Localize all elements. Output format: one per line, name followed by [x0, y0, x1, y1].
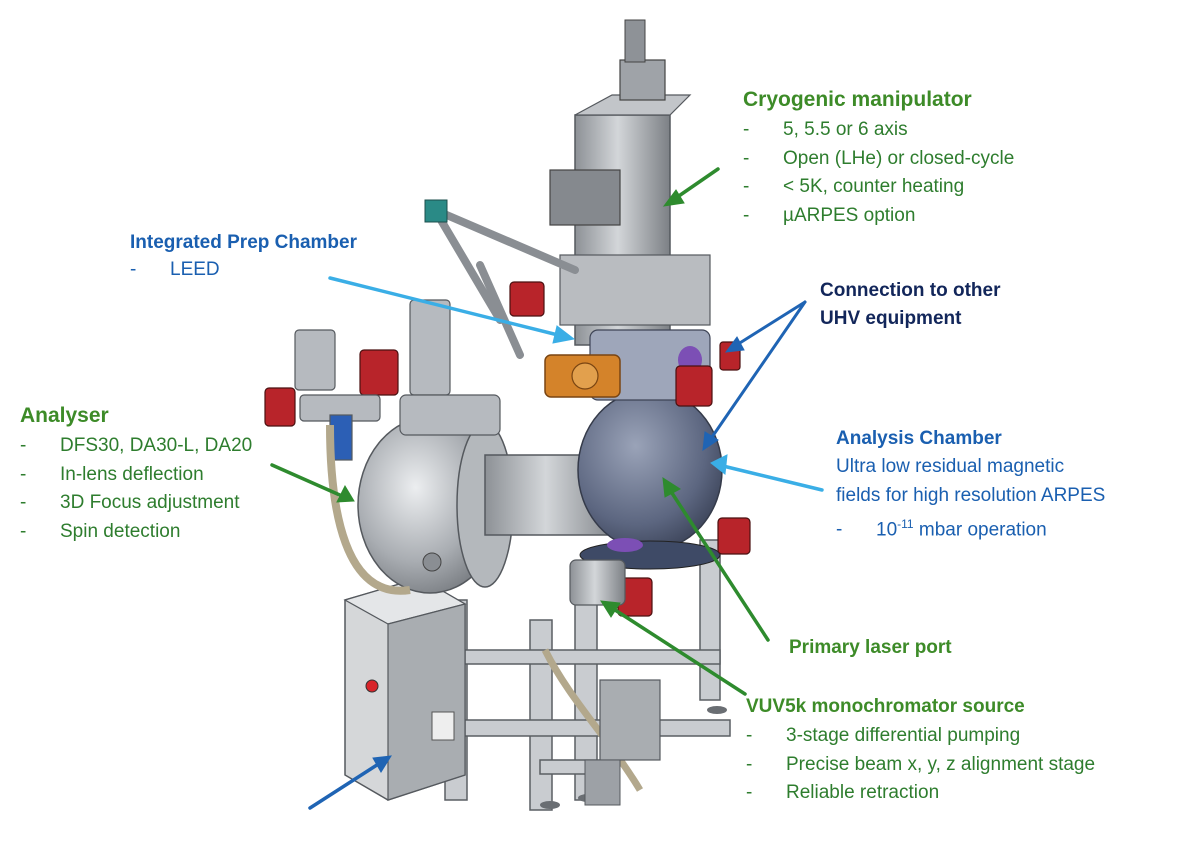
prep-chamber	[544, 354, 621, 398]
bellows-hose	[326, 424, 411, 595]
analysis-chamber-description: Ultra low residual magnetic fields for h…	[836, 453, 1105, 545]
list-item: -3D Focus adjustment	[20, 492, 240, 513]
arrow-cryogenic-manipulator	[662, 167, 720, 207]
prep-chamber-title: Integrated Prep Chamber	[130, 232, 357, 253]
left-port-assembly	[294, 299, 501, 461]
analysis-chamber-pressure: -10-11 mbar operation	[836, 517, 1047, 541]
arrow-analyser	[270, 463, 355, 503]
manipulator-column	[549, 19, 711, 346]
analysis-chamber-title: Analysis Chamber	[836, 428, 1002, 449]
struts	[431, 206, 579, 359]
analysis-chamber-line-2: fields for high resolution ARPES	[836, 484, 1106, 506]
arrow-bottom-left	[308, 755, 392, 810]
analyser-list: -DFS30, DA30-L, DA20 -In-lens deflection…	[20, 432, 252, 546]
arrow-primary-laser	[662, 477, 770, 642]
list-item: -In-lens deflection	[20, 463, 204, 485]
arrow-analysis-chamber	[710, 454, 824, 492]
list-item: -LEED	[130, 259, 220, 280]
list-item: -5, 5.5 or 6 axis	[743, 119, 908, 140]
arrow-prep-chamber	[328, 276, 576, 344]
list-item: -Reliable retraction	[746, 782, 940, 803]
list-item: -3-stage differential pumping	[746, 725, 1021, 746]
vuv-source-list: -3-stage differential pumping -Precise b…	[746, 722, 1095, 808]
list-item: -Open (LHe) or closed-cycle	[743, 147, 1015, 169]
list-item: -Precise beam x, y, z alignment stage	[746, 753, 1096, 775]
cryogenic-manipulator-list: -5, 5.5 or 6 axis -Open (LHe) or closed-…	[743, 116, 1014, 230]
callout-arrows	[270, 167, 824, 810]
connection-line-2: UHV equipment	[820, 308, 962, 329]
list-item: -< 5K, counter heating	[743, 176, 965, 197]
analysis-chamber-line-1: Ultra low residual magnetic	[836, 456, 1065, 477]
arrow-vuv-source	[600, 600, 747, 696]
connection-line-1: Connection to other	[820, 280, 1001, 301]
list-item: -DFS30, DA30-L, DA20	[20, 435, 253, 456]
gate-valves	[264, 281, 751, 617]
prep-chamber-list: -LEED	[130, 256, 220, 285]
electronics-cabinet	[343, 577, 467, 801]
connection-uhv-label: Connection to other UHV equipment	[820, 277, 1000, 333]
list-item: -µARPES option	[743, 204, 916, 226]
cryogenic-manipulator-title: Cryogenic manipulator	[743, 88, 972, 111]
arrow-connection-uhv	[702, 300, 807, 452]
list-item: -Spin detection	[20, 520, 181, 542]
strut-joint	[424, 199, 448, 223]
vuv-source	[569, 559, 661, 806]
primary-laser-port-label: Primary laser port	[789, 637, 952, 658]
bellows-hose-2	[541, 648, 644, 792]
vuv-source-title: VUV5k monochromator source	[746, 696, 1025, 717]
analyser-title: Analyser	[20, 404, 109, 427]
